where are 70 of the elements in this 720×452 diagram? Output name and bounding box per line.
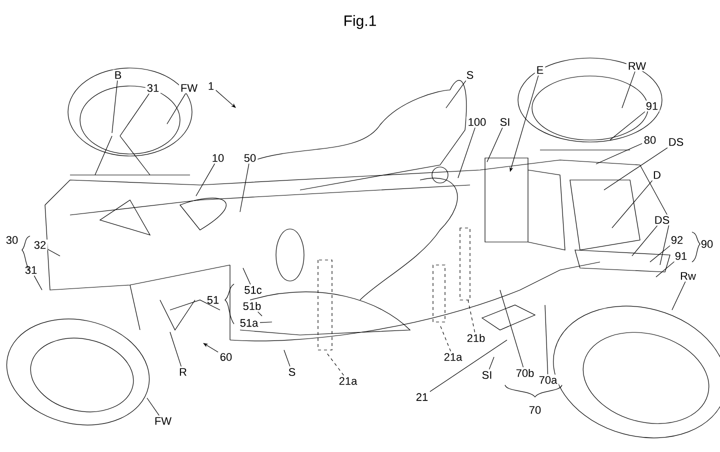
leader-line — [672, 281, 686, 310]
callout-label: 60 — [218, 352, 234, 362]
callout-label: B — [112, 70, 124, 80]
callout-label: RW — [626, 60, 648, 72]
leader-line — [488, 356, 494, 370]
leader-line — [240, 163, 250, 212]
callout-label: 70a — [537, 374, 559, 386]
leader-line — [260, 322, 272, 323]
callout-label: 21a — [442, 352, 464, 362]
leader-line — [170, 332, 182, 367]
callout-label: E — [534, 64, 546, 76]
callout-label: Rw — [678, 270, 698, 282]
leader-line — [446, 80, 466, 108]
callout-label: FW — [178, 82, 200, 94]
leader-line — [34, 275, 42, 290]
callout-label: 32 — [32, 240, 48, 250]
leader-line — [146, 398, 160, 416]
leader-line — [166, 93, 186, 124]
leader-line — [258, 312, 262, 316]
leader-line — [650, 245, 670, 262]
callout-label: D — [652, 170, 662, 180]
leader-line — [500, 290, 524, 368]
leader-line — [544, 304, 548, 375]
leader-line — [596, 143, 642, 164]
callout-label: 80 — [642, 134, 658, 146]
callout-number: 30 — [6, 236, 18, 244]
callout-label: 31 — [145, 82, 161, 94]
callout-label: 21 — [414, 392, 430, 402]
callout-label: S — [464, 70, 476, 80]
leader-line — [458, 127, 476, 178]
leader-line — [486, 127, 503, 162]
leader-line — [112, 80, 118, 134]
leader-line — [203, 343, 218, 352]
callout-label: S — [286, 366, 298, 378]
leader-line — [284, 350, 290, 367]
leader-line — [612, 180, 653, 228]
callout-label: 10 — [210, 152, 226, 164]
leader-line — [622, 71, 636, 108]
callout-label: 21a — [337, 376, 359, 386]
callout-label: 50 — [242, 152, 258, 164]
leader-line — [216, 90, 236, 108]
leader-line — [610, 111, 646, 140]
callout-label: R — [178, 366, 188, 378]
leader-line — [440, 324, 451, 352]
callout-number: 90 — [701, 240, 713, 248]
callout-label: 91 — [644, 100, 660, 112]
callout-number: 70 — [529, 406, 541, 414]
callout-label: 51a — [238, 318, 260, 328]
leader-line — [468, 300, 476, 332]
leader-line — [120, 93, 150, 136]
callout-label: FW — [152, 416, 174, 426]
leader-line — [430, 340, 508, 392]
callout-label: 31 — [23, 264, 39, 276]
callout-label: 91 — [673, 250, 689, 262]
leader-line — [656, 261, 675, 278]
figure-title: Fig.1 — [344, 15, 376, 29]
callout-label: DS — [652, 214, 672, 226]
leader-line — [196, 163, 216, 196]
callout-label: 100 — [466, 116, 488, 128]
callout-number: 51 — [207, 296, 219, 304]
leader-line — [326, 352, 344, 376]
callout-label: 51c — [242, 284, 264, 296]
leader-line — [242, 268, 251, 285]
callout-label: DS — [666, 136, 686, 148]
callout-label: SI — [498, 116, 512, 128]
leader-line — [632, 225, 658, 256]
leader-line — [604, 147, 668, 190]
callout-label: SI — [480, 370, 494, 380]
callout-label: 92 — [669, 234, 685, 246]
leader-line — [48, 249, 60, 256]
